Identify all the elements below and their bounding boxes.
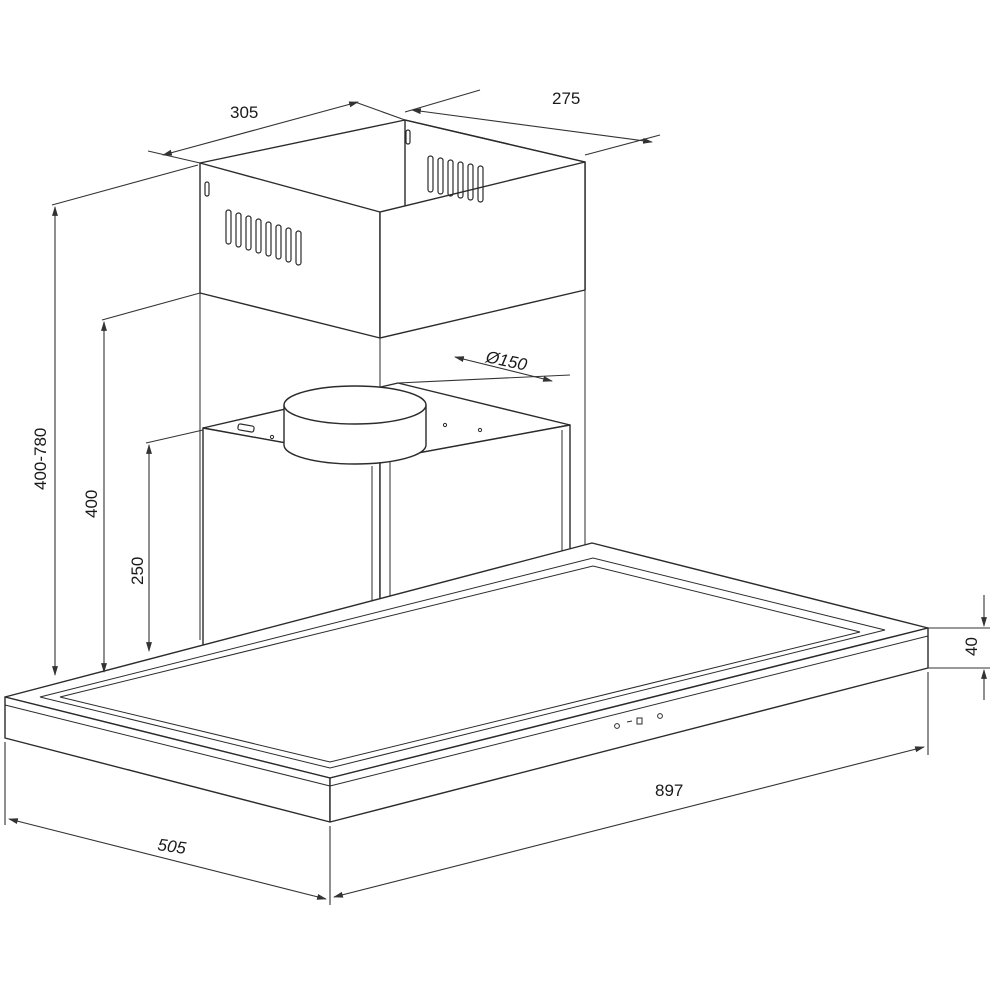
power-button-icon — [614, 723, 620, 729]
dim-duct-diameter: Ø150 — [397, 347, 571, 384]
dim-label-275: 275 — [552, 89, 580, 108]
duct-collar — [283, 385, 427, 465]
dim-canopy-thickness: 40 — [928, 595, 990, 700]
dim-label-505: 505 — [156, 835, 187, 858]
dim-upper-height: 400 — [82, 292, 201, 673]
dim-label-40: 40 — [962, 637, 981, 656]
dim-canopy-width: 897 — [329, 672, 929, 905]
upper-chimney — [199, 119, 586, 339]
dim-lower-height: 250 — [128, 429, 204, 652]
dim-label-400: 400 — [82, 490, 101, 518]
speed-button-icon — [636, 717, 643, 725]
dim-label-897: 897 — [655, 781, 683, 800]
control-panel — [614, 713, 663, 729]
dim-chimney-depth: 275 — [404, 89, 661, 156]
dim-canopy-depth: 505 — [4, 742, 327, 900]
dim-label-305: 305 — [230, 103, 258, 122]
vent-slots-left — [225, 209, 302, 266]
vent-slots-back — [427, 155, 484, 203]
dim-chimney-width: 305 — [147, 101, 406, 164]
dim-label-diameter: Ø150 — [483, 347, 529, 375]
dim-total-height: 400-780 — [31, 164, 199, 676]
dim-label-250: 250 — [128, 557, 147, 585]
dim-label-400-780: 400-780 — [31, 428, 50, 490]
light-button-icon — [657, 713, 663, 719]
